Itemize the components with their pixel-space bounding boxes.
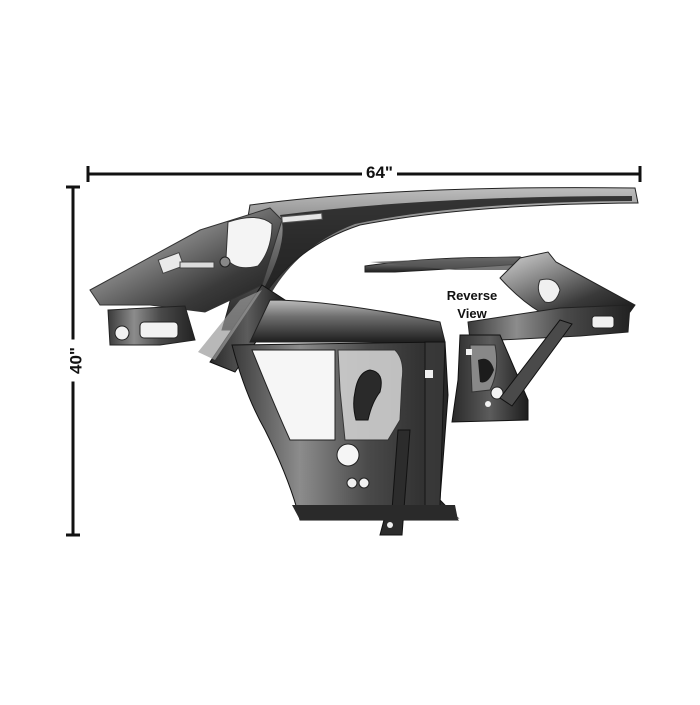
reverse-view-label-line1: Reverse [446,288,498,303]
width-dimension-label: 64" [362,164,397,181]
reverse-view-part [364,251,636,423]
reverse-view-label: Reverse View [440,287,504,323]
reverse-view-label-line2: View [457,306,487,321]
main-quarter-panel [89,187,639,536]
height-dimension-label: 40" [67,339,86,382]
